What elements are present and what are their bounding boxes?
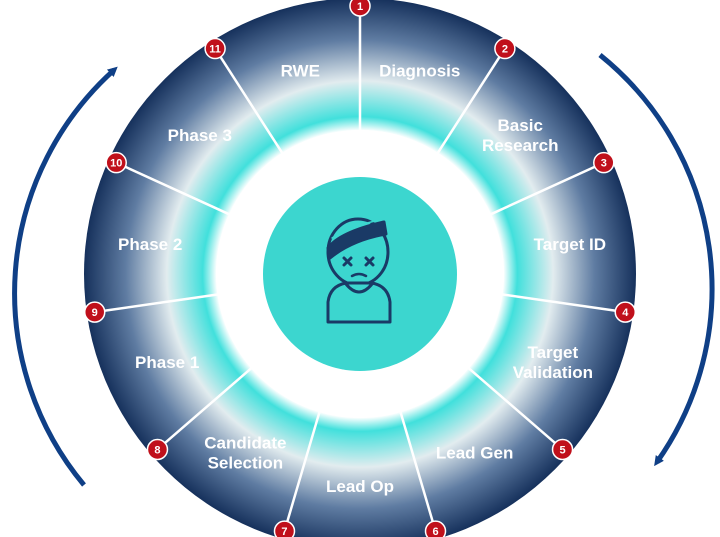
badge-number: 9	[92, 307, 98, 319]
badge-circle	[146, 438, 169, 461]
segment-label: Phase 1	[135, 353, 199, 372]
badge-circle	[204, 37, 226, 60]
badge-number: 10	[110, 158, 122, 170]
step-badge: 4	[614, 301, 637, 323]
segment-divider	[150, 367, 252, 456]
badge-circle	[614, 301, 637, 323]
badge-circle	[349, 0, 371, 17]
segment-divider	[399, 411, 439, 537]
segment-label: RWE	[281, 62, 320, 81]
badge-circle	[593, 151, 615, 174]
segment-divider	[108, 158, 230, 216]
badge-number: 11	[209, 44, 221, 56]
badge-circle	[273, 520, 296, 537]
badge-circle	[424, 520, 447, 537]
badge-number: 5	[559, 445, 565, 457]
segment-label: Target ID	[534, 235, 606, 254]
badge-circle	[83, 301, 106, 323]
segment-label-line: RWE	[281, 62, 320, 81]
segment-divider	[468, 367, 570, 456]
segment-label-line: Target ID	[534, 235, 606, 254]
segment-label-line: Phase 2	[118, 235, 182, 254]
segment-label-line: Research	[482, 136, 559, 155]
segment-divider	[86, 293, 218, 315]
segment-label: Phase 3	[168, 126, 232, 145]
segment-label-line: Lead Op	[326, 477, 394, 496]
step-badge: 8	[146, 438, 169, 461]
badge-number: 7	[281, 526, 287, 537]
segment-label: Lead Op	[326, 477, 394, 496]
step-badge: 9	[83, 301, 106, 323]
step-badge: 5	[551, 438, 574, 461]
segment-label-line: Phase 3	[168, 126, 232, 145]
segment-label-line: Validation	[513, 363, 593, 382]
segment-label-line: Phase 1	[135, 353, 199, 372]
step-badge: 11	[204, 37, 226, 60]
badge-circle	[105, 151, 127, 174]
segment-label: Diagnosis	[379, 62, 460, 81]
step-badge: 1	[349, 0, 371, 17]
right-cycle-arrow	[598, 53, 715, 467]
badge-number: 2	[502, 44, 508, 56]
badge-number: 3	[601, 158, 607, 170]
badge-number: 6	[432, 526, 438, 537]
segment-label-line: Lead Gen	[436, 443, 513, 462]
segment-divider	[490, 158, 612, 216]
segment-label-line: Diagnosis	[379, 62, 460, 81]
step-badge: 3	[593, 151, 615, 174]
segment-divider	[502, 293, 634, 315]
segment-divider	[281, 411, 321, 537]
segment-dividers	[86, 0, 634, 537]
badge-number: 1	[357, 1, 363, 13]
step-badge: 2	[494, 37, 516, 60]
step-badges: 1 2 3 4 5 6 7 8 9 10 11	[83, 0, 637, 537]
segment-label-line: Target	[527, 343, 578, 362]
segment-label-line: Selection	[208, 453, 284, 472]
segment-divider	[436, 41, 511, 154]
sick-patient-icon	[326, 217, 392, 324]
segment-label: Phase 2	[118, 235, 182, 254]
badge-circle	[494, 37, 516, 60]
step-badge: 7	[273, 520, 296, 537]
left-cycle-arrow	[12, 66, 118, 487]
segment-label: Lead Gen	[436, 443, 513, 462]
step-badge: 6	[424, 520, 447, 537]
segment-label-line: Basic	[498, 116, 543, 135]
badge-number: 4	[622, 307, 629, 319]
badge-number: 8	[154, 445, 160, 457]
step-badge: 10	[105, 151, 127, 174]
segment-divider	[209, 41, 284, 154]
badge-circle	[551, 438, 574, 461]
segment-label-line: Candidate	[204, 433, 286, 452]
